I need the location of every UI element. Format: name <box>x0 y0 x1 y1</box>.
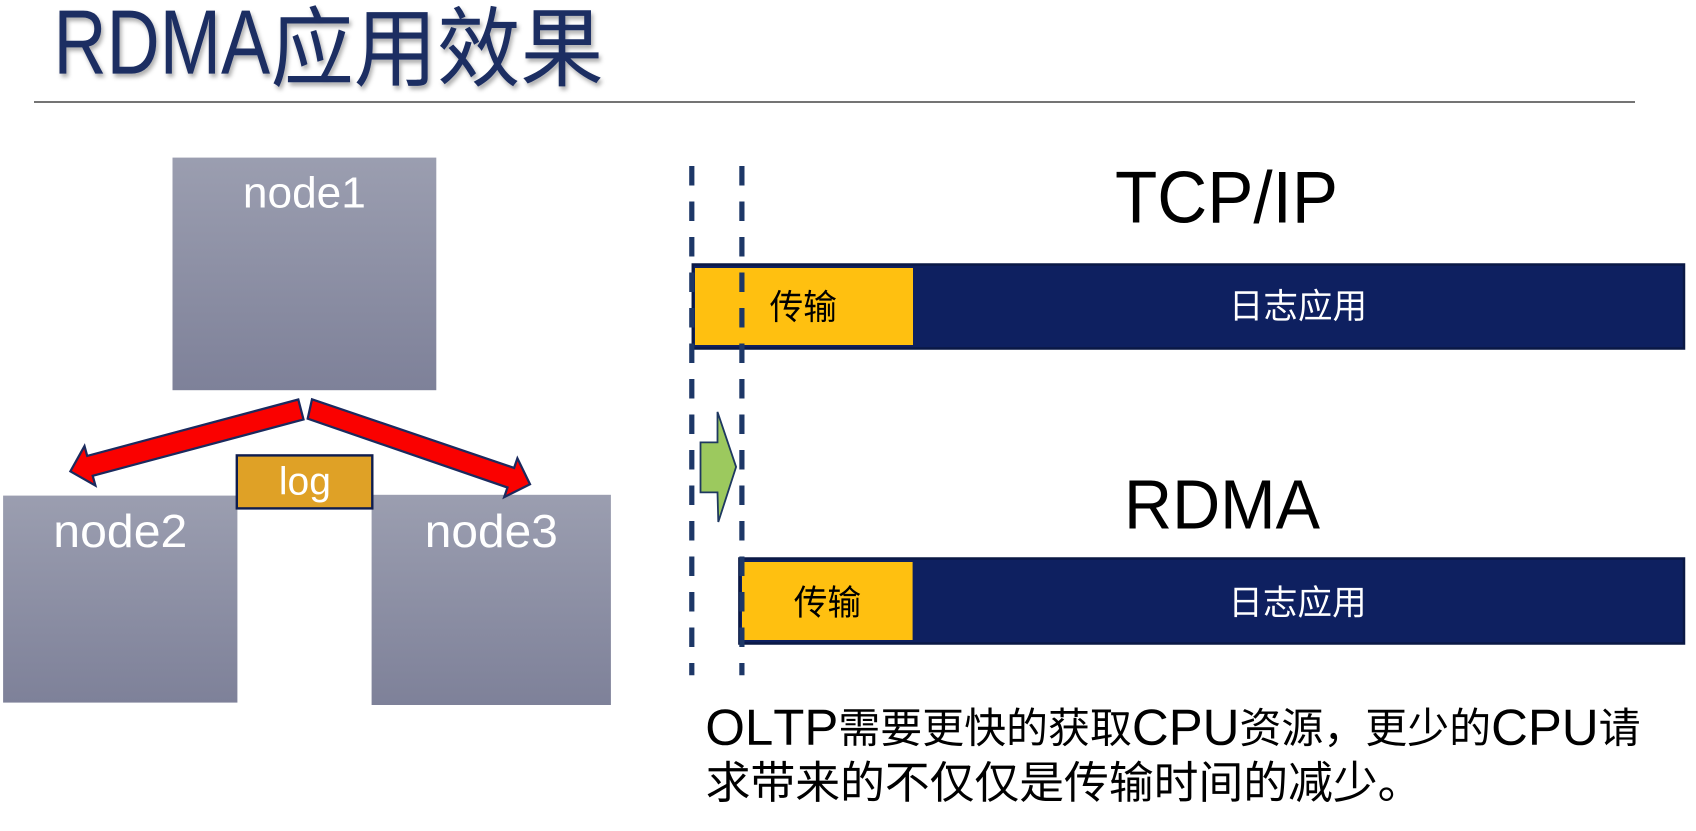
svg-text:node3: node3 <box>425 505 558 557</box>
svg-text:log: log <box>279 460 331 503</box>
svg-text:node1: node1 <box>243 169 366 218</box>
svg-text:TCP/IP: TCP/IP <box>1115 158 1338 239</box>
svg-text:RDMA: RDMA <box>1124 466 1321 544</box>
svg-text:node2: node2 <box>53 505 187 557</box>
